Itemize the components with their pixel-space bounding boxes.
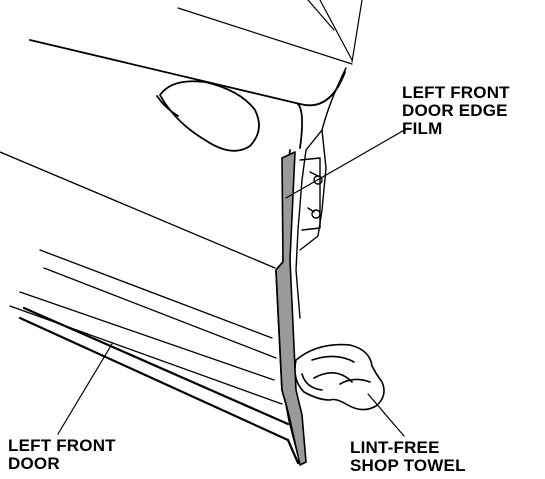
leader-edge-film bbox=[285, 127, 409, 199]
door-handle bbox=[156, 80, 260, 152]
door-jamb bbox=[295, 67, 347, 319]
door-label-line-1: LEFT FRONT bbox=[8, 436, 116, 455]
edge-film-label-line-3: FILM bbox=[402, 119, 443, 138]
edge-film-label-line-2: DOOR EDGE bbox=[402, 101, 508, 120]
leader-door bbox=[57, 343, 113, 435]
towel-label-line-2: SHOP TOWEL bbox=[350, 456, 466, 475]
door-label: LEFT FRONT DOOR bbox=[8, 437, 116, 473]
edge-film-label: LEFT FRONT DOOR EDGE FILM bbox=[402, 84, 510, 138]
rocker-panel bbox=[18, 306, 300, 465]
towel-label: LINT-FREE SHOP TOWEL bbox=[350, 439, 466, 475]
door-body-lines bbox=[0, 151, 283, 405]
door-label-line-2: DOOR bbox=[8, 454, 60, 473]
door-edge-film bbox=[275, 151, 307, 466]
towel-label-line-1: LINT-FREE bbox=[350, 438, 440, 457]
body-panel-lines bbox=[177, 0, 363, 65]
leader-lines bbox=[57, 127, 409, 437]
shop-towel bbox=[294, 343, 385, 411]
edge-film-label-line-1: LEFT FRONT bbox=[402, 83, 510, 102]
leader-towel bbox=[367, 393, 405, 437]
